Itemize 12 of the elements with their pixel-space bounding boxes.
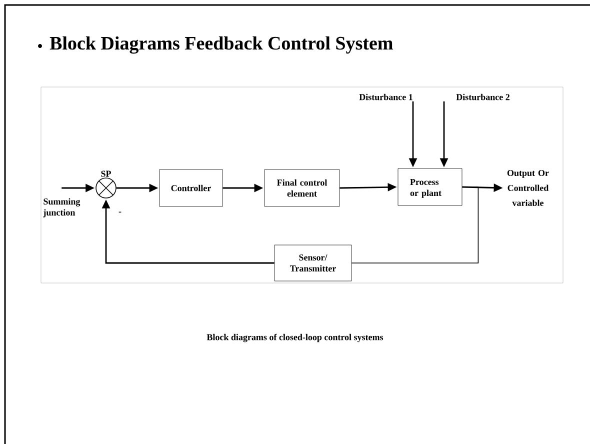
input-label: Disturbance 1 xyxy=(359,94,412,100)
block-box: Controller xyxy=(159,169,223,207)
node-label: SP xyxy=(101,170,111,177)
block-box: Process or plant xyxy=(398,168,462,206)
caption: Block diagrams of closed-loop control systems xyxy=(206,334,384,342)
slide-title: Block Diagrams Feedback Control System xyxy=(50,36,393,54)
summing-junction xyxy=(96,178,116,198)
block-box: Sensor/ Transmitter xyxy=(274,244,352,282)
input-label: Disturbance 2 xyxy=(456,94,510,100)
node-label: Summing junction xyxy=(43,198,80,218)
block-box: Final control element xyxy=(264,169,340,207)
output-label: Output Or Controlled variable xyxy=(507,170,549,206)
